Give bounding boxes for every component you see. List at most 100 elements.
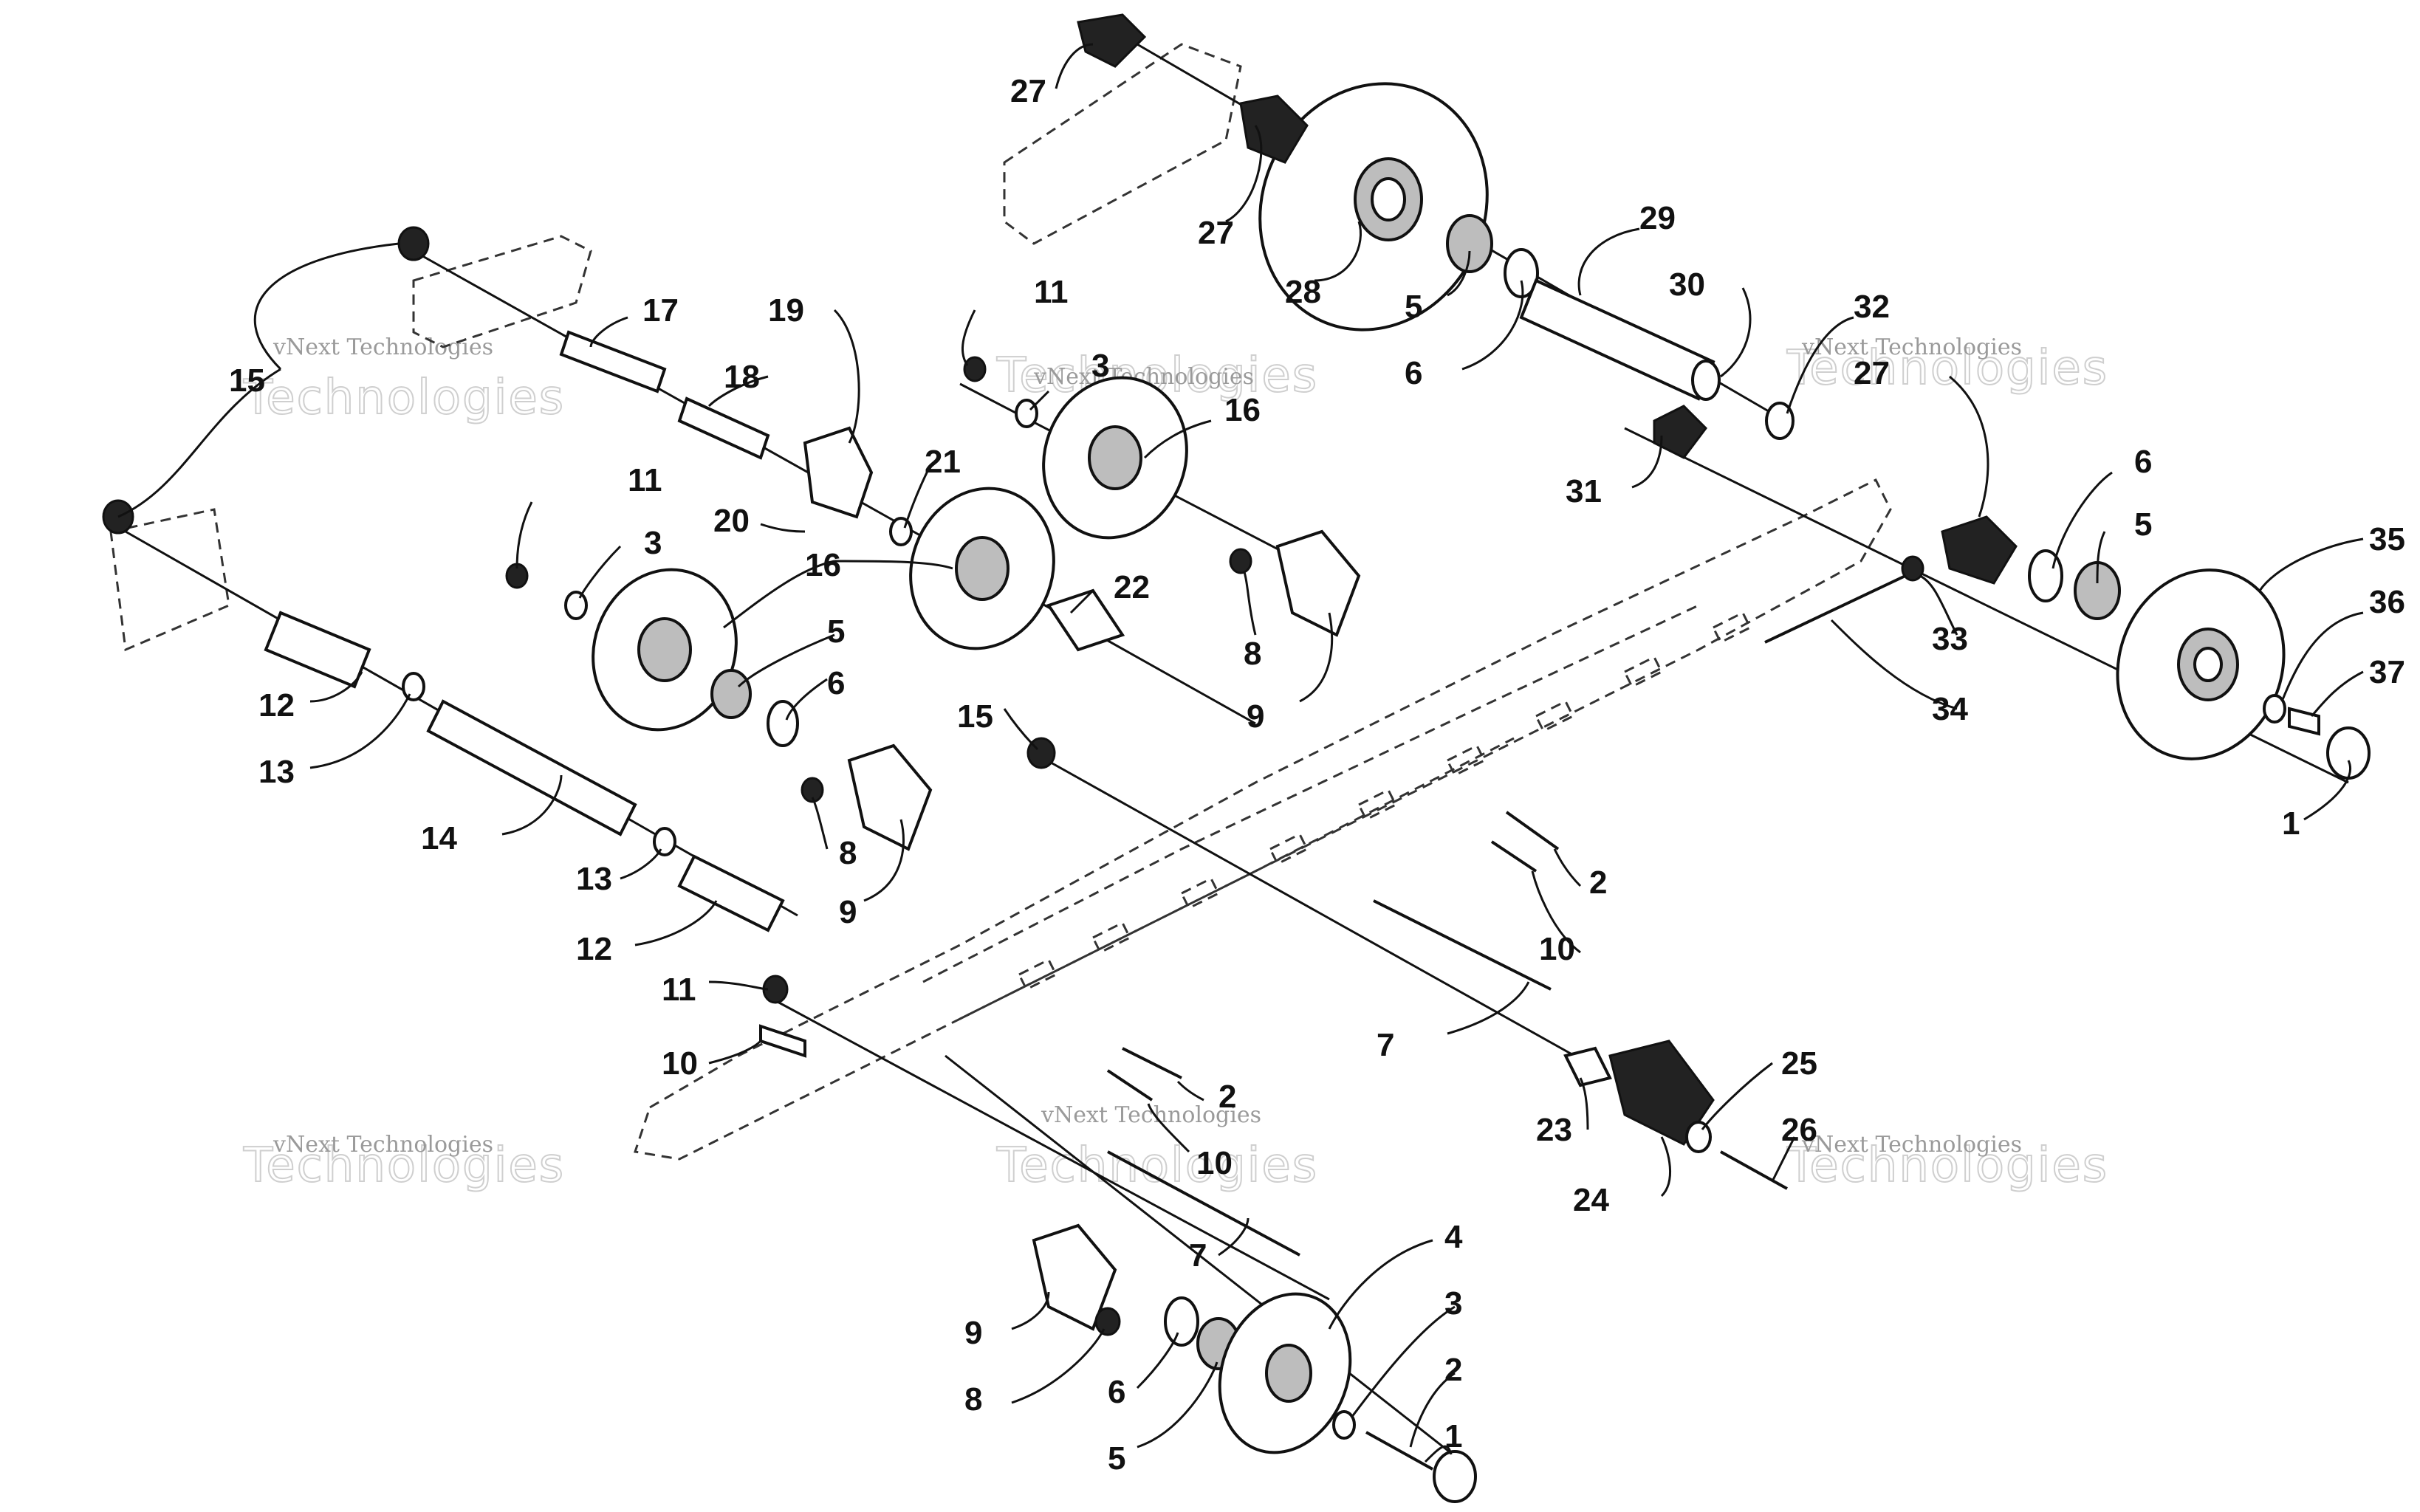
callout-5: 5 (827, 614, 845, 650)
bolt-2-lower (1122, 1047, 1182, 1079)
callout-3: 3 (1091, 348, 1109, 384)
bolt-10-mid (1106, 1069, 1154, 1102)
bolt-7-lower (1107, 1150, 1300, 1257)
callout-2: 2 (1444, 1352, 1462, 1388)
watermark-group: Technologies vNext Technologies Technolo… (242, 334, 2108, 1194)
bolt-26 (1720, 1150, 1788, 1190)
left-lower-frame-outline (109, 508, 230, 652)
callout-3: 3 (644, 525, 662, 561)
callout-27: 27 (1198, 215, 1234, 251)
rail-cutouts (1017, 611, 1752, 992)
callout-26: 26 (1781, 1112, 1817, 1148)
callout-2: 2 (1218, 1079, 1236, 1115)
secondary-rail-outline (922, 604, 1699, 1020)
callout-27: 27 (1010, 73, 1046, 109)
callout-2: 2 (1589, 865, 1607, 901)
nut-8-lower (1094, 1307, 1121, 1336)
callout-6: 6 (2134, 444, 2152, 480)
callout-10: 10 (1539, 931, 1575, 967)
upper-frame-outline (1003, 43, 1242, 245)
callout-1: 1 (2282, 805, 2300, 842)
callout-35: 35 (2369, 521, 2405, 557)
callout-1: 1 (1444, 1418, 1462, 1454)
washer-3-b (564, 591, 588, 620)
idler-wheel-large-top (1258, 82, 1489, 331)
leader-lines (117, 43, 2364, 1463)
tube-12-lower (677, 854, 785, 932)
nut-33 (1901, 555, 1924, 582)
callout-31: 31 (1566, 473, 1602, 509)
bearing-5-left (710, 669, 752, 719)
callout-5: 5 (2134, 506, 2152, 543)
idler-wheel-right (2116, 568, 2286, 760)
callout-18: 18 (724, 359, 760, 395)
callout-8: 8 (964, 1381, 982, 1418)
watermark-small: vNext Technologies (272, 334, 493, 360)
callout-13: 13 (258, 754, 295, 790)
callout-36: 36 (2369, 584, 2405, 620)
washer-32 (1765, 402, 1795, 440)
bolt-10-lower (759, 1024, 806, 1058)
bolt-7-upper (1373, 899, 1552, 991)
bracket-31 (1653, 405, 1707, 459)
callout-22: 22 (1114, 569, 1150, 605)
bolt-2-bottom (1365, 1431, 1433, 1471)
idler-wheel-lower-4 (1218, 1292, 1352, 1454)
cap-1-right (2326, 726, 2371, 780)
callout-9: 9 (839, 894, 857, 930)
washer-3-lower (1332, 1410, 1356, 1440)
callout-33: 33 (1932, 621, 1968, 657)
bearing-top (1446, 214, 1493, 273)
arm-19 (803, 426, 874, 519)
washer-25 (1685, 1121, 1712, 1153)
washer-36 (2263, 694, 2286, 724)
washer-13-upper (402, 672, 425, 701)
watermark-small: vNext Technologies (1801, 1132, 2022, 1158)
cap-1-bottom (1433, 1450, 1477, 1503)
callout-16: 16 (1224, 392, 1261, 428)
rail-frames (109, 43, 1892, 1161)
tube-17 (559, 330, 667, 394)
callout-21: 21 (925, 444, 961, 480)
watermark-small: vNext Technologies (1041, 1102, 1261, 1128)
watermark-large: Technologies (1786, 341, 2108, 396)
callout-9: 9 (964, 1315, 982, 1351)
arm-9-lower (1032, 1223, 1117, 1331)
callout-11: 11 (628, 462, 662, 498)
spacer-22 (1046, 588, 1125, 652)
callout-30: 30 (1669, 267, 1705, 303)
spacer-top (1077, 13, 1309, 164)
watermark-small: vNext Technologies (1801, 334, 2022, 360)
left-upper-frame-outline (412, 235, 592, 348)
washer-21 (889, 517, 913, 546)
callout-15: 15 (957, 698, 993, 735)
callout-32: 32 (1854, 289, 1890, 325)
shaft-tube-29 (1519, 278, 1721, 401)
callout-5: 5 (1405, 289, 1422, 325)
callout-12: 12 (576, 931, 612, 967)
callout-17: 17 (642, 292, 679, 329)
callout-3: 3 (1444, 1285, 1462, 1322)
callout-29: 29 (1639, 200, 1676, 236)
arm-9-mid (847, 743, 933, 851)
callout-6: 6 (1405, 355, 1422, 391)
callout-4: 4 (1444, 1219, 1463, 1255)
washer-3-a (1015, 399, 1038, 428)
callout-9: 9 (1247, 698, 1264, 735)
washer-13-lower (653, 827, 676, 856)
tube-12-upper (264, 611, 371, 689)
callout-11: 11 (1034, 274, 1069, 310)
bolt-2-upper (1505, 811, 1560, 850)
callout-8: 8 (1244, 636, 1261, 672)
spacer-23 (1563, 1046, 1612, 1087)
parts (102, 13, 2371, 1503)
nut-11-a (963, 356, 987, 382)
callout-15: 15 (229, 362, 265, 399)
callout-8: 8 (839, 835, 857, 871)
main-rail-outline (634, 478, 1892, 1161)
callout-10: 10 (1196, 1145, 1233, 1181)
callout-37: 37 (2369, 654, 2405, 690)
watermark-large: Technologies (243, 1138, 565, 1193)
callout-labels: 27 27 28 5 6 29 30 32 27 31 6 5 35 33 36… (229, 73, 2405, 1477)
